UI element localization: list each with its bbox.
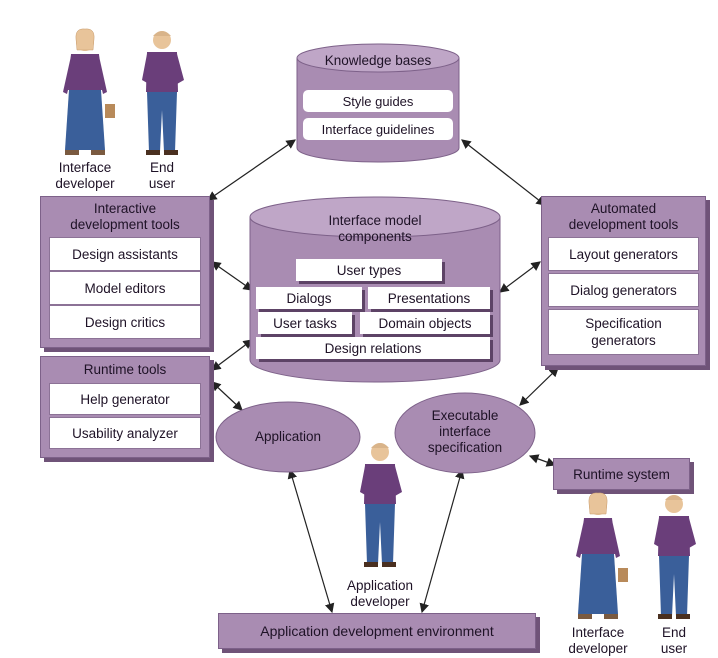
arrow-interactive-model (211, 261, 253, 291)
interface-developer-label-line1: Interface (58, 160, 112, 175)
item-design-assistants: Design assistants (49, 237, 201, 271)
end-user-bottom-line2: user (660, 641, 688, 656)
application-label: Application (254, 429, 322, 444)
runtime-system-box: Runtime system (553, 458, 690, 490)
item-usability-analyzer: Usability analyzer (49, 417, 201, 449)
arrow-kb-automated (461, 139, 546, 206)
model-components-title-line1: Interface model (328, 213, 422, 228)
tile-design-relations: Design relations (256, 337, 490, 359)
item-specification-line2: generators (591, 333, 656, 348)
interface-developer-bottom-line2: developer (568, 641, 628, 656)
interactive-tools-panel: Interactive development tools Design ass… (40, 196, 210, 348)
knowledge-bases-title: Knowledge bases (324, 53, 432, 68)
interface-developer-figure-bottom (575, 492, 628, 620)
arrow-automated-executable (519, 367, 559, 406)
arrow-runtime-model (211, 339, 253, 371)
model-components-title-line2: components (338, 229, 412, 244)
arrow-kb-interactive (207, 139, 296, 201)
automated-tools-title: Automated development tools (542, 201, 705, 233)
runtime-tools-panel: Runtime tools Help generator Usability a… (40, 356, 210, 458)
interface-developer-bottom-line1: Interface (571, 625, 625, 640)
end-user-figure-bottom (654, 495, 696, 619)
application-developer-figure (360, 443, 402, 567)
application-developer-label-line2: developer (350, 594, 410, 609)
end-user-figure-top (142, 31, 184, 155)
interface-developer-figure-top (62, 28, 115, 156)
executable-spec-line1: Executable (431, 408, 499, 423)
interface-developer-label-top: Interface developer (45, 160, 125, 192)
end-user-label-line1: End (149, 160, 175, 175)
executable-spec-label: Executable interface specification (395, 408, 535, 456)
kb-item-style-guides: Style guides (303, 90, 453, 112)
automated-tools-title-line1: Automated (590, 201, 657, 216)
interactive-tools-title-line1: Interactive (93, 201, 157, 216)
app-dev-env-box: Application development environment (218, 613, 536, 649)
interface-developer-label-bottom: Interface developer (558, 625, 638, 657)
interactive-tools-title-line2: development tools (70, 217, 180, 232)
end-user-bottom-line1: End (661, 625, 687, 640)
arrow-executable-env (419, 468, 465, 614)
runtime-tools-title: Runtime tools (83, 362, 167, 377)
tile-dialogs: Dialogs (256, 287, 362, 309)
application-developer-label-line1: Application (346, 578, 414, 593)
item-specification-generators: Specification generators (548, 309, 699, 355)
tile-presentations: Presentations (368, 287, 490, 309)
item-dialog-generators: Dialog generators (548, 273, 699, 307)
tile-user-types: User types (296, 259, 442, 281)
end-user-label-line2: user (148, 176, 176, 191)
application-developer-label: Application developer (325, 578, 435, 610)
automated-tools-title-line2: development tools (568, 217, 679, 232)
kb-item-interface-guidelines: Interface guidelines (303, 118, 453, 140)
end-user-label-bottom: End user (652, 625, 696, 657)
executable-spec-line3: specification (427, 440, 503, 455)
end-user-label-top: End user (140, 160, 184, 192)
arrow-model-automated (499, 261, 541, 293)
item-specification-line1: Specification (585, 316, 662, 331)
item-layout-generators: Layout generators (548, 237, 699, 271)
interface-developer-label-line2: developer (55, 176, 115, 191)
executable-spec-line2: interface (439, 424, 491, 439)
interactive-tools-title: Interactive development tools (41, 201, 209, 233)
arrow-executable-runtime-system (528, 454, 557, 467)
model-components-title: Interface model components (250, 213, 500, 245)
arrow-runtime-application (211, 381, 243, 411)
tile-user-tasks: User tasks (258, 312, 352, 334)
item-model-editors: Model editors (49, 271, 201, 305)
arrow-application-env (287, 468, 335, 614)
item-help-generator: Help generator (49, 383, 201, 415)
tile-domain-objects: Domain objects (360, 312, 490, 334)
automated-tools-panel: Automated development tools Layout gener… (541, 196, 706, 366)
item-design-critics: Design critics (49, 305, 201, 339)
